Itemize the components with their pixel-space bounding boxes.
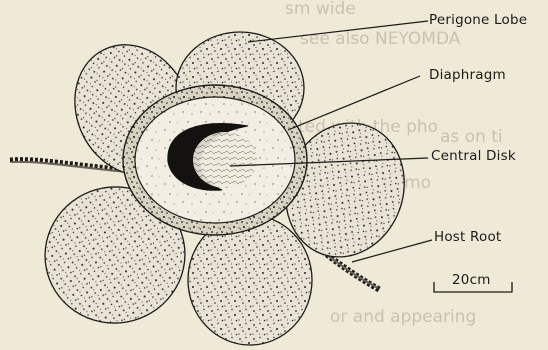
label-diaphragm: Diaphragm: [429, 67, 506, 83]
leader-line-perigone-lobe: [248, 21, 428, 42]
label-host-root: Host Root: [434, 229, 501, 245]
label-central-disk: Central Disk: [431, 148, 516, 164]
leader-line-diaphragm: [288, 76, 420, 130]
scale-bar-label: 20cm: [452, 272, 491, 288]
label-perigone-lobe: Perigone Lobe: [429, 12, 527, 28]
central-disk: [193, 132, 257, 188]
